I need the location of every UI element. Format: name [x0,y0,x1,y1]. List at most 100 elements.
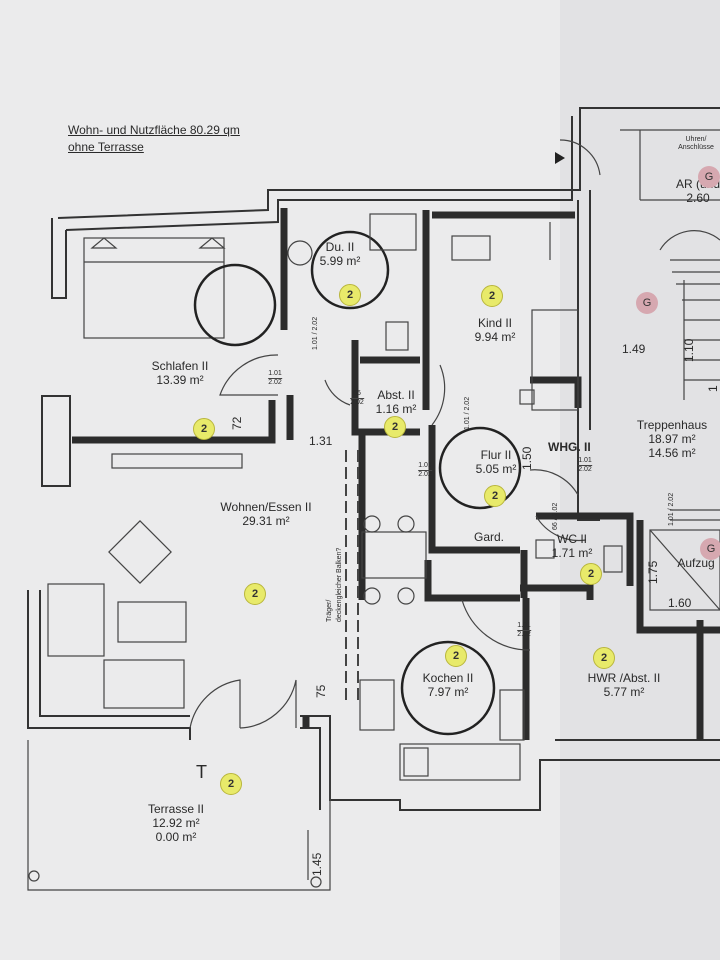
door-width: 1.01 [268,370,282,377]
room-abst-area: 1.16 m² [375,402,417,416]
dimension-75: 75 [314,684,328,698]
room-abst-label: Abst. II 1.16 m² [376,388,417,416]
room-wc-area: 1.71 m² [551,546,593,560]
marker-wohnen: 2 [244,583,266,605]
marker-wc: 2 [580,563,602,585]
dimension-1: 1 [706,385,720,392]
marker-g-ar: G [698,166,720,188]
room-gard-label: Gard. [473,530,505,544]
room-schlafen-name: Schlafen II [151,359,209,373]
room-terrasse-name: Terrasse II [147,802,205,816]
room-kochen-name: Kochen II [422,671,474,685]
elevator-shaft [649,529,720,611]
wall [636,520,720,634]
terrace-t-mark: T [196,762,207,782]
sofa [103,659,185,709]
room-kind-name: Kind II [477,316,513,330]
staircase [659,230,720,251]
door-width: 1.01 [312,336,319,350]
dimension-1-75: 1.75 [646,560,660,584]
room-circle [310,230,390,310]
marker-terrasse: 2 [220,773,242,795]
beam-note-line1: Träger/ [326,599,333,622]
room-treppenhaus-area2: 14.56 m² [648,446,696,460]
armchair [108,520,172,584]
room-flur-label: Flur II 5.05 m² [476,448,517,476]
room-kochen-label: Kochen II 7.97 m² [423,671,474,699]
dimension-72: 72 [230,416,244,430]
room-ar-area: 2.60 [686,191,710,205]
door-width: 1.01 [517,622,531,629]
marker-kochen: 2 [445,645,467,667]
room-flur-area: 5.05 m² [475,462,517,476]
exterior-wall [39,590,190,717]
room-du-label: Du. II 5.99 m² [320,240,361,268]
room-aufzug-label: Aufzug [677,556,715,570]
room-du-name: Du. II [325,240,355,254]
exterior-wall [51,218,67,299]
wall [428,425,520,554]
room-hwr-name: HWR /Abst. II [587,671,661,685]
dimension-1-49: 1.49 [622,342,646,356]
door-label-kind: 1.01 / 2.02 [464,396,471,430]
terrace-outline [27,740,331,891]
door-width: 66 [353,390,361,397]
door-height: 2.02 [418,470,432,478]
door-label-du: 1.01 / 2.02 [312,316,319,350]
room-terrasse-area1: 12.92 m² [152,816,200,830]
room-wc-label: WC II 1.71 m² [552,532,593,560]
room-kind-label: Kind II 9.94 m² [475,316,516,344]
dimension-1-60: 1.60 [668,596,692,610]
room-abst-name: Abst. II [377,388,415,402]
door-height: 2.02 [668,492,675,507]
marker-g-treppenhaus: G [636,292,658,314]
exterior-wall [65,116,573,231]
marker-abst: 2 [384,416,406,438]
exterior-wall [300,715,720,811]
door-width: 66 [552,522,559,530]
room-wohnen-area: 29.31 m² [242,514,290,528]
dimension-1-45: 1.45 [310,852,324,876]
door-label-right: 1.01 / 2.02 [668,492,675,526]
marker-du: 2 [339,284,361,306]
room-schlafen-area: 13.39 m² [156,373,204,387]
sofa [47,583,105,657]
utility-note: Uhren/ Anschlüsse [678,136,714,152]
room-terrasse-area2: 0.00 m² [155,830,197,844]
kitchen-counter [399,743,521,781]
exterior-wall [27,590,191,740]
dimension-1-10: 1.10 [682,338,696,362]
room-treppenhaus-label: Treppenhaus 18.97 m² 14.56 m² [637,418,707,460]
door-height: 2.02 [517,630,531,638]
room-du-area: 5.99 m² [319,254,361,268]
unit-label: WHG. II [548,440,591,454]
table [117,601,187,643]
room-treppenhaus-name: Treppenhaus [636,418,708,432]
wall [72,400,276,444]
room-hwr-label: HWR /Abst. II 5.77 m² [588,671,661,699]
room-wohnen-name: Wohnen/Essen II [220,500,312,514]
room-flur-name: Flur II [480,448,512,462]
wall [424,560,520,602]
marker-schlafen: 2 [193,418,215,440]
room-terrasse-label: Terrasse II 12.92 m² 0.00 m² [148,802,204,844]
room-circle [193,263,277,347]
marker-g-aufzug: G [700,538,720,560]
dimension-1-50: 1.50 [520,446,534,470]
beam-note-line2: deckengleicher Balken? [336,547,343,622]
door-width: 1.01 [464,416,471,430]
marker-flur: 2 [484,485,506,507]
area-summary-line1: Wohn- und Nutzfläche 80.29 qm [68,123,240,137]
door-height: 2.02 [464,396,471,411]
dining-table [361,531,427,579]
wall [520,584,594,600]
door-height: 2.02 [312,316,319,331]
sideboard [111,453,243,469]
room-hwr-area: 5.77 m² [603,685,645,699]
room-wohnen-label: Wohnen/Essen II 29.31 m² [220,500,311,528]
door-height: 2.02 [350,398,364,406]
